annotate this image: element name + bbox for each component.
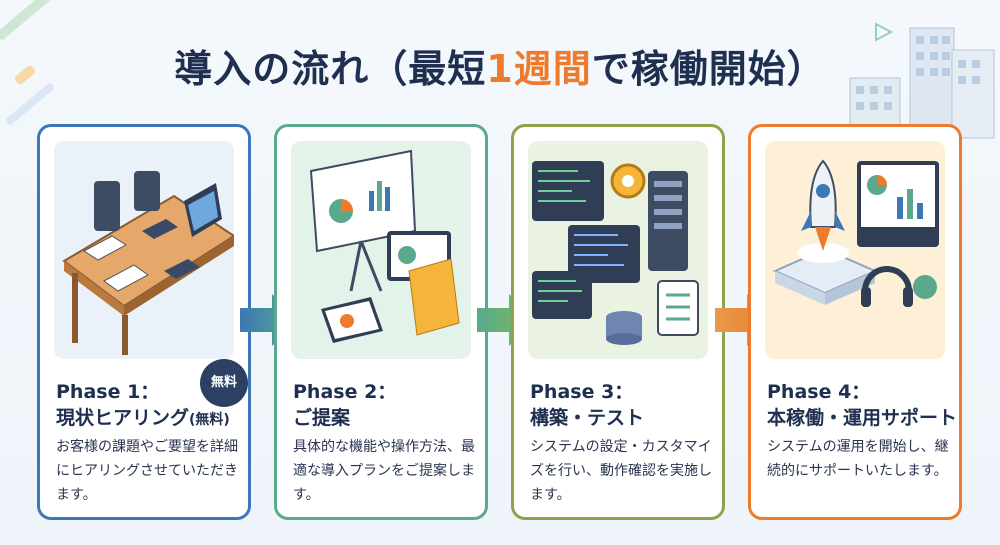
- title-suffix: で稼働開始）: [591, 47, 826, 91]
- rocket-launch-icon: [772, 159, 939, 307]
- triangle-deco-icon: [875, 22, 893, 42]
- illustration-panel: [54, 141, 236, 359]
- phase-heading: 本稼働・運用サポート: [767, 407, 958, 429]
- phase-label: Phase 2：: [293, 381, 397, 403]
- meeting-table-icon: [62, 171, 236, 355]
- decorative-stripe: [0, 0, 56, 42]
- phase-card-3: Phase 3： 構築・テスト システムの設定・カスタマイズを行い、動作確認を実…: [511, 124, 725, 520]
- free-badge: 無料: [200, 359, 248, 407]
- phase-label: Phase 3：: [530, 381, 634, 403]
- illustration-panel: [765, 141, 945, 359]
- phase-card-4: Phase 4： 本稼働・運用サポート システムの運用を開始し、継続的にサポート…: [748, 124, 962, 520]
- phase-heading: 構築・テスト: [530, 407, 645, 429]
- illustration-panel: [528, 141, 708, 359]
- phase-heading-note: (無料): [189, 412, 230, 428]
- phase-label: Phase 1：: [56, 381, 160, 403]
- phase-description: システムの運用を開始し、継続的にサポートいたします。: [767, 439, 949, 479]
- phase-description: システムの設定・カスタマイズを行い、動作確認を実施します。: [530, 439, 712, 503]
- presentation-icon: [309, 149, 460, 343]
- phase-label: Phase 4：: [767, 381, 871, 403]
- illustration-panel: [291, 141, 471, 359]
- phase-description: 具体的な機能や操作方法、最適な導入プランをご提案します。: [293, 439, 475, 503]
- phase-card-2: Phase 2： ご提案 具体的な機能や操作方法、最適な導入プランをご提案します…: [274, 124, 488, 520]
- phase-card-1: 無料 Phase 1： 現状ヒアリング(無料) お客様の課題やご要望を詳細にヒア…: [37, 124, 251, 520]
- page-title: 導入の流れ（最短1週間で稼働開始）: [0, 38, 1000, 93]
- phase-heading: ご提案: [293, 407, 351, 429]
- phase-description: お客様の課題やご要望を詳細にヒアリングさせていただきます。: [56, 439, 238, 503]
- title-prefix: 導入の流れ（最短: [174, 47, 487, 91]
- server-monitors-icon: [532, 161, 699, 345]
- title-accent: 1週間: [486, 47, 592, 91]
- phase-heading-text: 現状ヒアリング: [56, 407, 190, 429]
- phase-heading: 現状ヒアリング(無料): [56, 403, 230, 430]
